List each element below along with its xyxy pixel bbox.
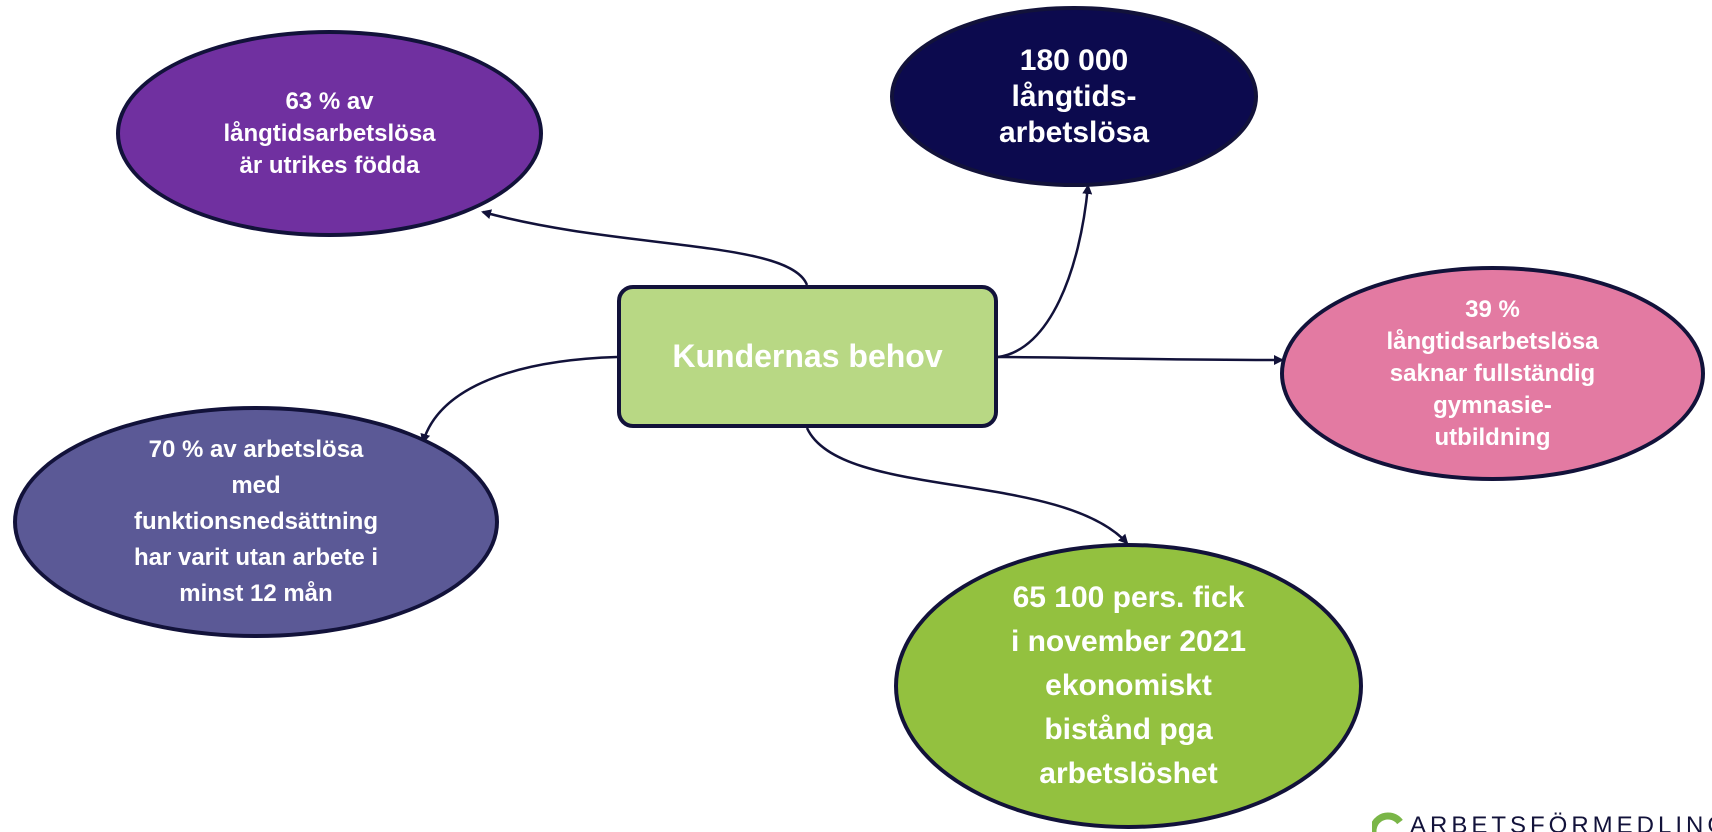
arrow-to-purple [481,209,809,286]
node-financial-aid: 65 100 pers. fick i november 2021 ekonom… [894,543,1363,829]
node-financial-aid-text: 65 100 pers. fick i november 2021 ekonom… [1010,581,1247,790]
arrow-to-slate [420,355,618,444]
center-node-label: Kundernas behov [672,338,943,374]
arbetsformedlingen-logo: ARBETSFÖRMEDLINGEN [1372,810,1712,832]
node-foreign-born: 63 % av långtidsarbetslösa är utrikes fö… [116,30,543,237]
node-disability-text: 70 % av arbetslösa med funktionsnedsättn… [133,436,379,607]
logo-mark-icon [1372,812,1403,832]
logo-text: ARBETSFÖRMEDLINGEN [1410,812,1712,832]
node-incomplete-education-text: 39 % långtidsarbetslösa saknar fullständ… [1386,295,1599,451]
arrow-to-green [805,427,1129,545]
node-long-term-unemployed-text: 180 000 långtids- arbetslösa [998,43,1150,149]
node-incomplete-education: 39 % långtidsarbetslösa saknar fullständ… [1280,266,1705,481]
node-long-term-unemployed: 180 000 långtids- arbetslösa [890,6,1258,187]
arrow-to-navy [997,184,1093,359]
node-disability: 70 % av arbetslösa med funktionsnedsättn… [13,406,499,638]
node-foreign-born-text: 63 % av långtidsarbetslösa är utrikes fö… [223,87,436,179]
arrow-to-pink [997,354,1284,365]
center-node: Kundernas behov [617,285,998,428]
